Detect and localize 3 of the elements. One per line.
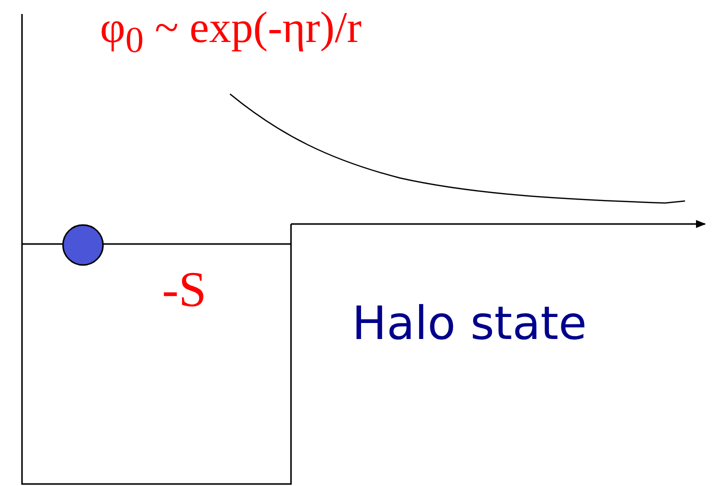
formula-text: φ$_{0}$ ~ exp(-ηr)/r (100, 2, 362, 61)
energy-label: -S (162, 260, 206, 318)
state-label: Halo state (352, 296, 587, 350)
